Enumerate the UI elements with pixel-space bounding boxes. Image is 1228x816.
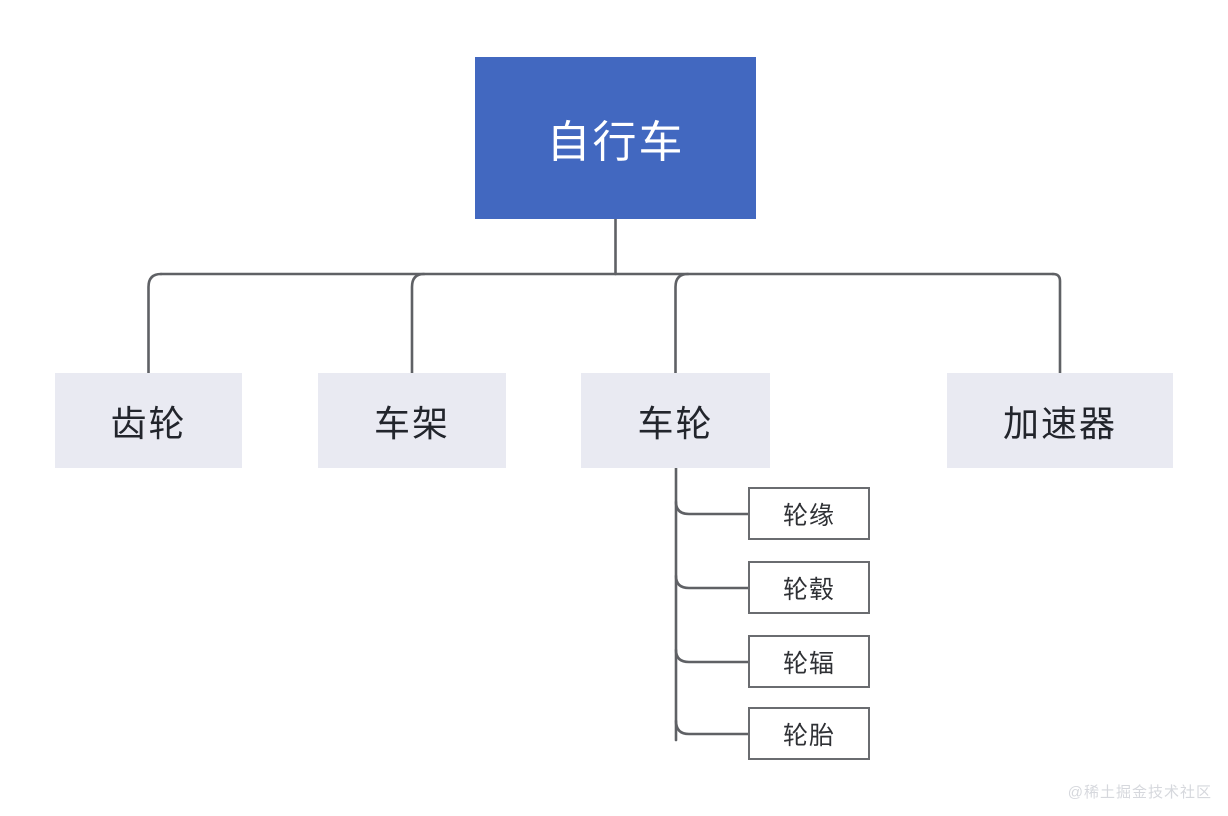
node-branch-label: 车轮 xyxy=(637,402,714,444)
node-branch-wheel[interactable]: 车轮 xyxy=(581,373,770,468)
connector-to-tire xyxy=(674,719,750,736)
node-leaf-rim[interactable]: 轮缘 xyxy=(748,487,870,540)
node-leaf-label: 轮缘 xyxy=(782,501,835,530)
node-leaf-tire[interactable]: 轮胎 xyxy=(748,707,870,760)
connector-to-rim xyxy=(674,500,750,516)
connector-to-hub xyxy=(674,574,750,590)
node-branch-frame[interactable]: 车架 xyxy=(318,373,506,468)
node-leaf-spoke[interactable]: 轮辐 xyxy=(748,635,870,688)
node-branch-label: 加速器 xyxy=(1002,402,1117,444)
node-branch-gear[interactable]: 齿轮 xyxy=(55,373,242,468)
connector-to-gear xyxy=(147,272,163,375)
node-leaf-label: 轮胎 xyxy=(782,721,835,750)
node-branch-label: 车架 xyxy=(373,402,450,444)
connector-to-wheel xyxy=(674,272,690,375)
connector-to-accelerator xyxy=(1051,272,1062,375)
node-branch-accelerator[interactable]: 加速器 xyxy=(947,373,1173,468)
connector-to-frame xyxy=(410,272,426,375)
node-leaf-label: 轮辐 xyxy=(782,649,835,678)
node-root-label: 自行车 xyxy=(546,118,685,167)
watermark-text: @稀土掘金技术社区 xyxy=(1067,784,1212,801)
node-branch-label: 齿轮 xyxy=(110,402,187,444)
node-leaf-label: 轮毂 xyxy=(782,575,835,604)
connector-to-spoke xyxy=(674,648,750,664)
node-root-bicycle[interactable]: 自行车 xyxy=(475,57,756,219)
node-leaf-hub[interactable]: 轮毂 xyxy=(748,561,870,614)
